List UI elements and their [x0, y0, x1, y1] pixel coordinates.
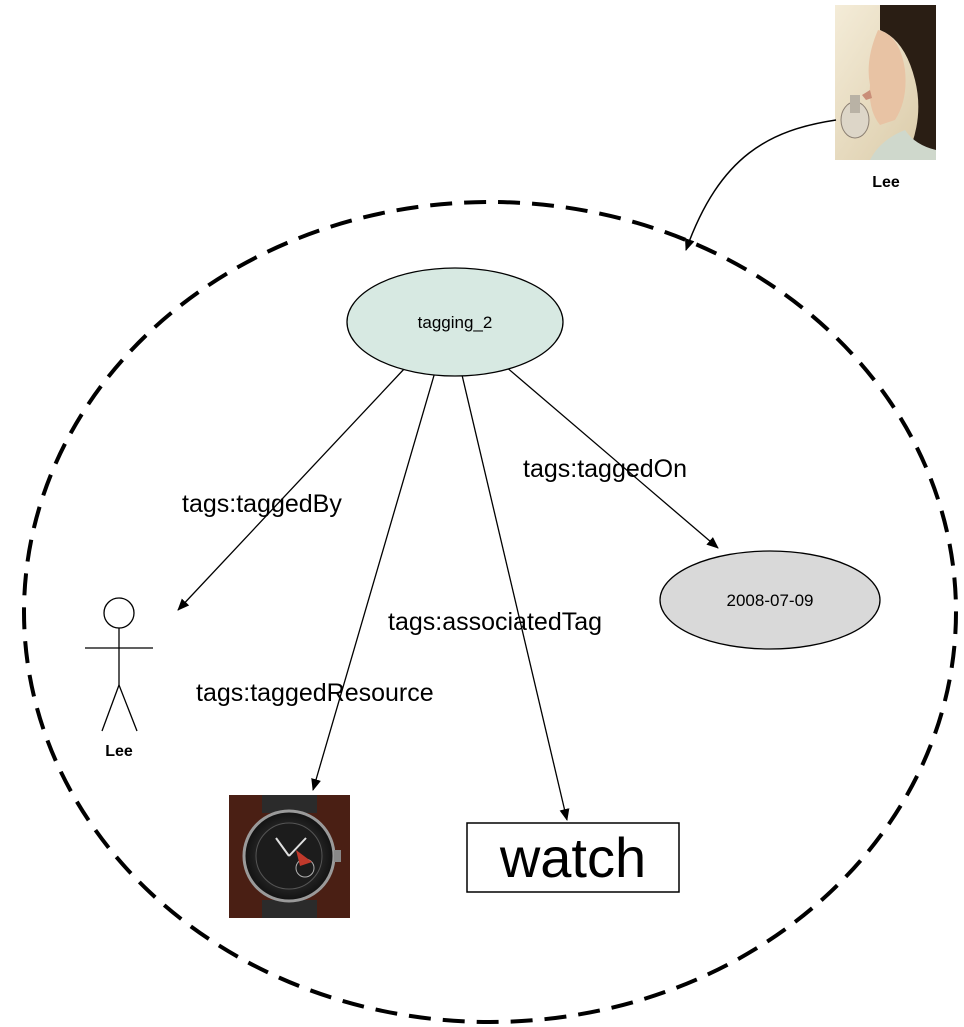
edge-label-associated-tag: tags:associatedTag — [388, 608, 602, 636]
tagging-node-shape — [346, 267, 564, 377]
date-node-label: 2008-07-09 — [727, 591, 814, 610]
owner-label: Lee — [872, 174, 900, 191]
edge-label-tagged-on: tags:taggedOn — [523, 455, 687, 483]
named-graph-boundary — [22, 200, 958, 1024]
edge-label-tagged-by: tags:taggedBy — [182, 490, 342, 518]
edge-tagged-on — [504, 365, 719, 549]
owner-to-graph-arrow — [685, 119, 837, 251]
date-node: 2008-07-09 — [659, 550, 881, 650]
person-icon — [85, 597, 153, 732]
tag-node-label: watch — [499, 826, 646, 889]
edge-tagged-by — [177, 367, 406, 611]
date-node-shape — [659, 550, 881, 650]
edge-tagged-resource — [311, 371, 436, 791]
edge-label-tagged-resource: tags:taggedResource — [196, 679, 434, 707]
tagging-node-label: tagging_2 — [418, 313, 493, 332]
edge-associated-tag — [461, 374, 570, 821]
tagging-node: tagging_2 — [346, 267, 564, 377]
tag-node: watch — [466, 822, 680, 893]
wristwatch-icon — [229, 795, 350, 918]
owner-portrait — [835, 5, 936, 160]
tag-node-box — [466, 822, 680, 893]
tagger-label: Lee — [105, 743, 133, 760]
